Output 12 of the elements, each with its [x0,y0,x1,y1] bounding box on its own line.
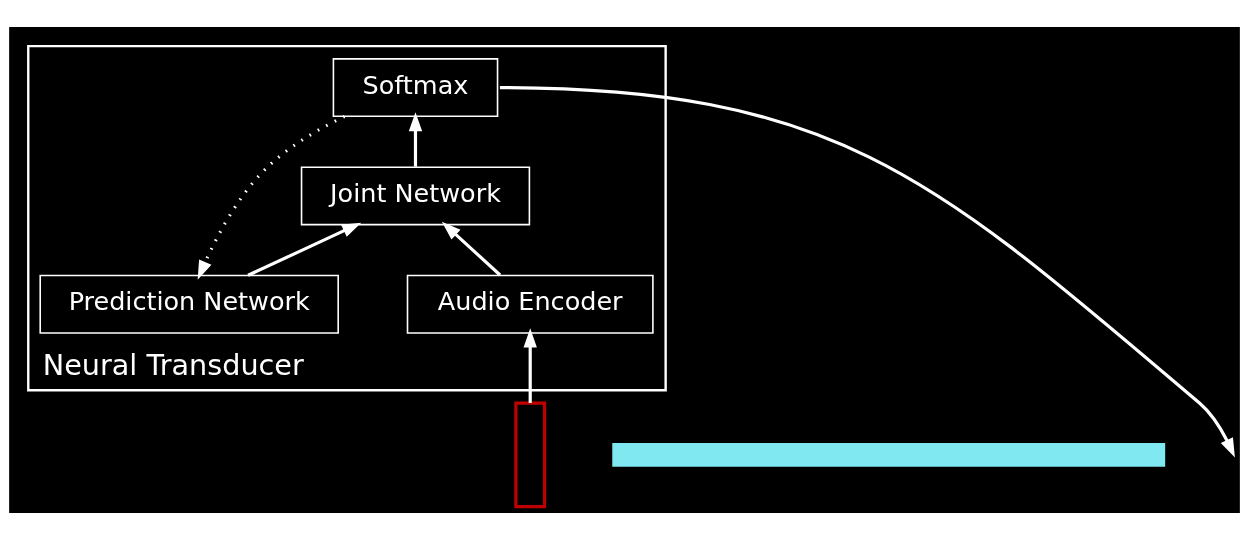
node-box [514,401,547,509]
arrow [499,85,1235,458]
arrow [523,328,537,403]
node-box: Joint Network [300,166,531,226]
arrow [408,112,423,167]
arrow [197,115,346,280]
node-bar [612,442,1166,467]
arrow [441,221,502,277]
arrow [247,222,362,277]
node-box: Audio Encoder [406,274,654,334]
node-box: Prediction Network [39,274,339,334]
node-box: Softmax [332,58,499,118]
